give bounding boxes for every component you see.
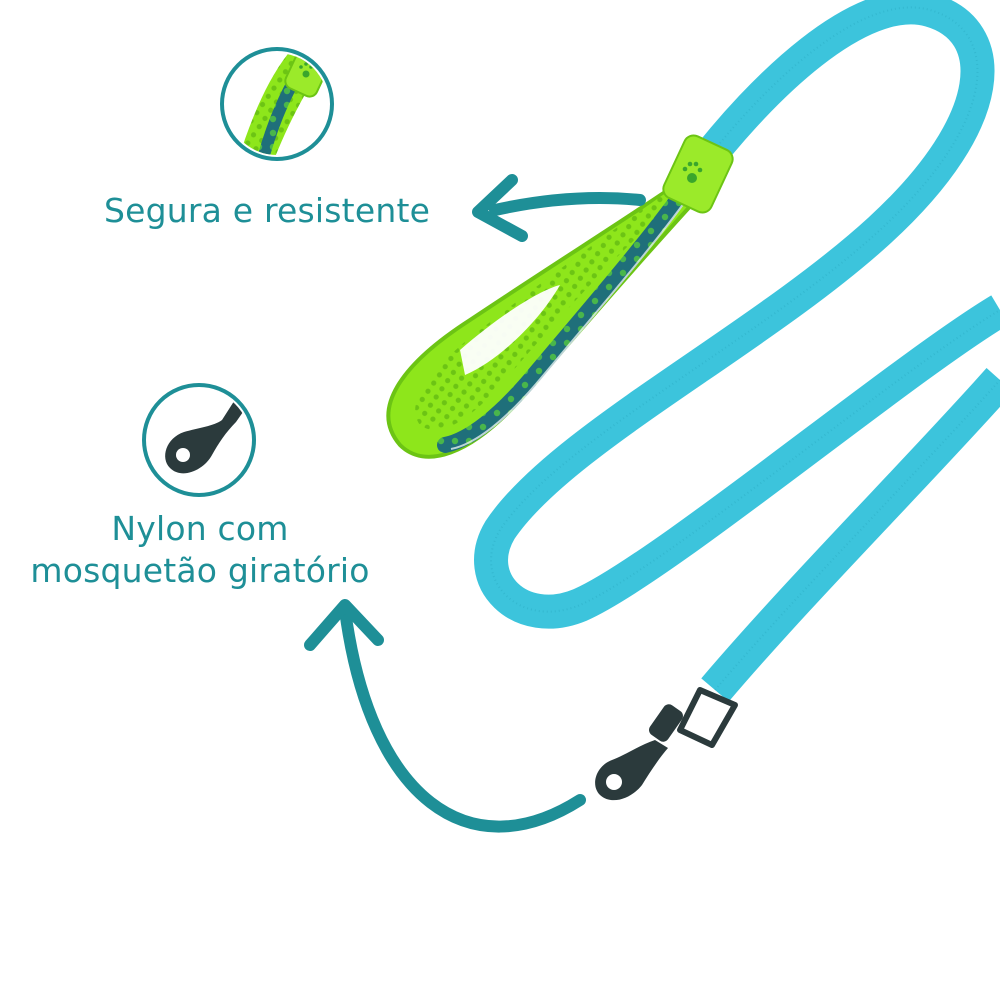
- snap-hook-icon: [142, 383, 256, 497]
- hook-feature-caption-line-2: mosquetão giratório: [30, 551, 370, 590]
- padded-handle-icon: [220, 47, 334, 161]
- padded-handle: [386, 172, 708, 459]
- snap-hook: [595, 687, 738, 801]
- hook-arrow: [304, 599, 586, 833]
- leash-strap: [474, 0, 1000, 702]
- hook-feature-caption-line-1: Nylon com: [111, 509, 289, 548]
- handle-feature-caption: Segura e resistente: [104, 191, 431, 230]
- handle-clip: [662, 134, 734, 214]
- hook-feature-caption: Nylon com mosquetão giratório: [0, 508, 400, 592]
- handle-arrow: [472, 174, 646, 242]
